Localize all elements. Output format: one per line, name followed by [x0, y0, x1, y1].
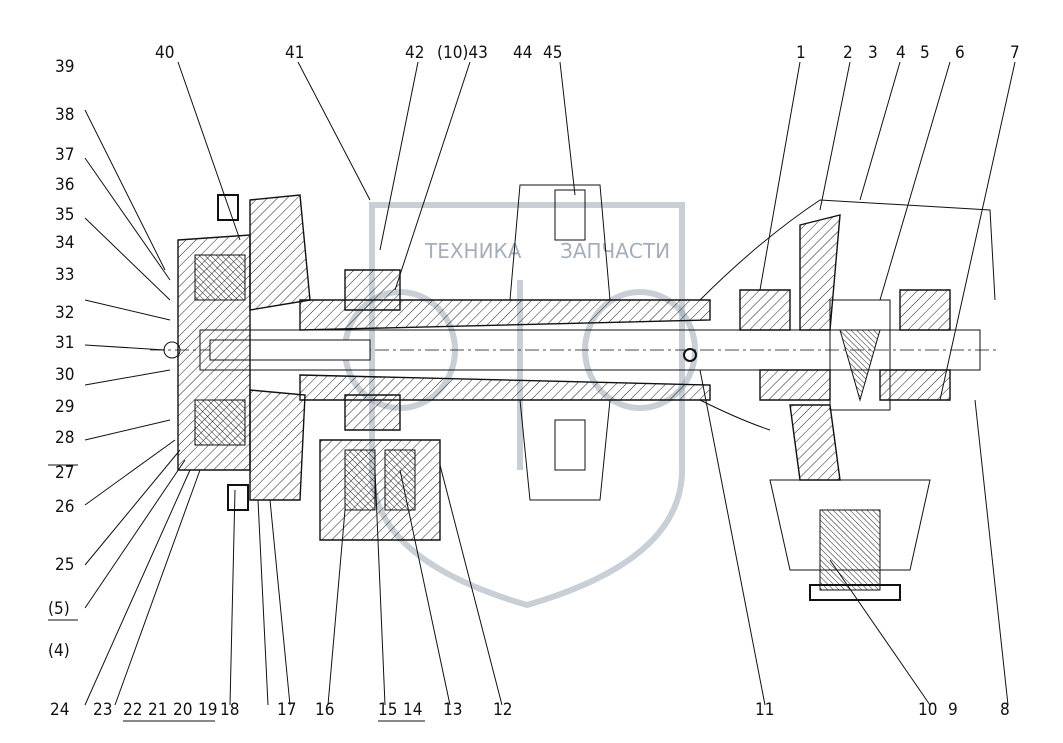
leader-lines [84, 61, 1016, 706]
label-33: 33 [55, 265, 74, 285]
label-30: 30 [55, 365, 74, 385]
labels-left: 39 38 37 36 35 34 33 32 31 30 29 28 27 2… [48, 57, 78, 661]
label-34: 34 [55, 233, 74, 253]
label-36: 36 [55, 175, 74, 195]
differential [683, 214, 951, 601]
label-37: 37 [55, 145, 74, 165]
label-18: 18 [220, 700, 239, 720]
label-39: 39 [55, 57, 74, 77]
label-1: 1 [796, 43, 806, 63]
label-10-43: (10)43 [437, 43, 488, 63]
labels-top: 40 41 42 (10)43 44 45 1 2 3 4 5 6 7 [155, 43, 1020, 63]
label-6: 6 [955, 43, 965, 63]
label-15: 15 [378, 700, 397, 720]
label-22: 22 [123, 700, 142, 720]
label-4-paren: (4) [48, 641, 70, 661]
label-19: 19 [198, 700, 217, 720]
label-27: 27 [55, 463, 74, 483]
label-32: 32 [55, 303, 74, 323]
label-17: 17 [277, 700, 296, 720]
axle-housing [299, 199, 996, 431]
label-5: 5 [920, 43, 930, 63]
label-42: 42 [405, 43, 424, 63]
label-8: 8 [1000, 700, 1010, 720]
label-21: 21 [148, 700, 167, 720]
label-45: 45 [543, 43, 562, 63]
label-7: 7 [1010, 43, 1020, 63]
label-26: 26 [55, 497, 74, 517]
label-14: 14 [403, 700, 422, 720]
label-23: 23 [93, 700, 112, 720]
label-41: 41 [285, 43, 304, 63]
watermark-text-right: ЗАПЧАСТИ [560, 239, 670, 263]
label-31: 31 [55, 333, 74, 353]
label-3: 3 [868, 43, 878, 63]
label-29: 29 [55, 397, 74, 417]
label-35: 35 [55, 205, 74, 225]
label-10: 10 [918, 700, 937, 720]
label-25: 25 [55, 555, 74, 575]
label-28: 28 [55, 428, 74, 448]
label-44: 44 [513, 43, 532, 63]
label-9: 9 [948, 700, 958, 720]
label-2: 2 [843, 43, 853, 63]
label-11: 11 [755, 700, 774, 720]
label-4: 4 [896, 43, 906, 63]
wheel-hub [163, 194, 311, 511]
label-38: 38 [55, 105, 74, 125]
watermark-text-left: ТЕХНИКА [424, 239, 522, 263]
label-5-paren: (5) [48, 599, 70, 619]
label-12: 12 [493, 700, 512, 720]
label-24: 24 [50, 700, 69, 720]
label-20: 20 [173, 700, 192, 720]
label-16: 16 [315, 700, 334, 720]
label-13: 13 [443, 700, 462, 720]
labels-bottom: 24 23 22 21 20 19 18 17 16 15 14 13 12 1… [50, 700, 1010, 722]
label-40: 40 [155, 43, 174, 63]
